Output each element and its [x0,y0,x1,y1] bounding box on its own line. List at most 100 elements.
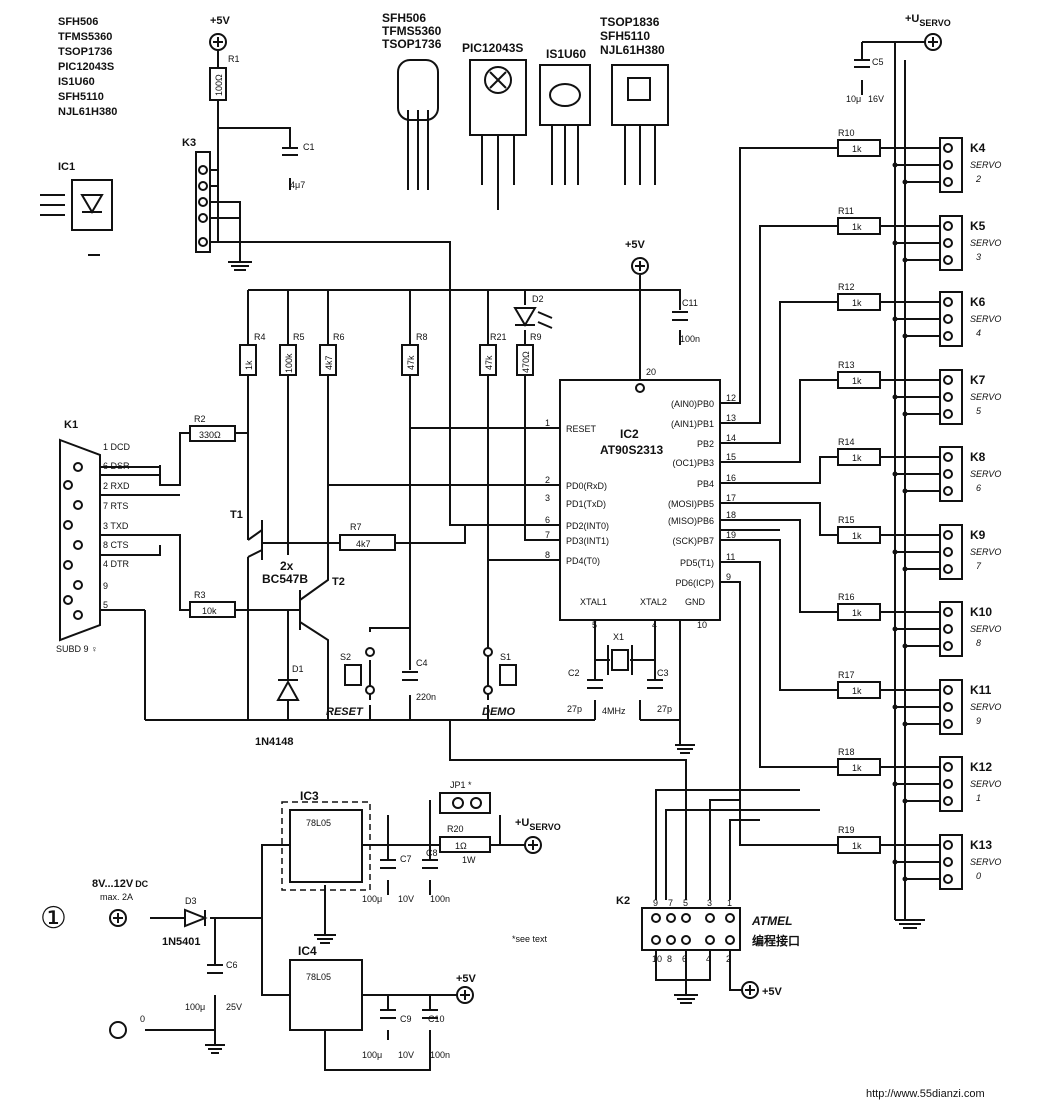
junction-dot [902,876,908,882]
ic4-part: 78L05 [306,972,331,982]
ic2-pinnum-right-5: 17 [726,493,736,503]
servo-resistor-ref: R14 [838,437,855,447]
r6-ref: R6 [333,332,345,342]
servo-connector-ref: K5 [970,219,986,233]
ic2-pinnum-bottom-2: 10 [697,620,707,630]
ic2-pin-right-8: PD5(T1) [680,558,714,568]
ic2-pin-right-7: (SCK)PB7 [672,536,714,546]
c7-ref: C7 [400,854,412,864]
ic3-ref: IC3 [300,789,319,803]
servo-wires [880,611,948,647]
ic2-pin-left-3: PD2(INT0) [566,521,609,531]
servo-wires [880,766,948,802]
rail-uservo-top: +USERVO [905,13,951,28]
servo-wires [880,689,948,725]
ic1-ref: IC1 [58,161,75,173]
junction-dot [892,626,898,632]
switch-s1[interactable] [483,647,517,695]
jp1-ref: JP1 * [450,780,472,790]
servo-pin [943,779,953,789]
diode-d3 [184,908,208,928]
servo-pin [943,530,953,540]
capacitor-c1 [282,147,298,156]
servo-connector-ref: K8 [970,450,986,464]
servo-wires [880,147,948,183]
resistor-r3 [189,601,236,618]
pkg1-type-1: TFMS5360 [382,24,442,38]
x1-freq: 4MHz [602,706,626,716]
ic1-body [71,179,113,231]
junction-dot [902,643,908,649]
s1-label: DEMO [482,706,515,718]
jumper-jp1[interactable] [439,792,491,814]
ic2-pinnum-right-3: 15 [726,452,736,462]
d1-part: 1N4148 [255,736,294,748]
sensor-pkg2-label: PIC12043S [462,41,523,55]
diode-d1 [276,679,300,701]
servo-resistor-ref: R13 [838,360,855,370]
k1-ref: K1 [64,419,78,431]
c2-ref: C2 [568,668,580,678]
servo-pin [943,641,953,651]
c6-value: 100μ [185,1002,205,1012]
c1-value: 4μ7 [290,180,305,190]
switch-s2[interactable] [344,647,375,695]
servo-pin [943,238,953,248]
ic2-pin-right-0: (AIN0)PB0 [671,399,714,409]
k2-pin-top [725,913,735,923]
k2-pin-num-bottom: 2 [726,954,731,964]
servo-word: SERVO [970,624,1001,634]
pkg4-type-0: TSOP1836 [600,15,660,29]
servo-number: 8 [976,638,981,648]
ic2-pin-right-9: PD6(ICP) [675,578,714,588]
ic2-ref: IC2 [620,427,639,441]
ic2-pin-left-5: PD4(T0) [566,556,600,566]
pkg1-type-2: TSOP1736 [382,37,442,51]
rail-uservo-ic3: +USERVO [515,817,561,832]
junction-dot [902,721,908,727]
ic1-type-6: NJL61H380 [58,106,117,118]
ic2-pinnum-bottom-1: 4 [652,620,657,630]
resistor-r1 [209,67,227,101]
servo-pin [943,331,953,341]
c4-ref: C4 [416,658,428,668]
servo-resistor-value: 1k [852,453,862,463]
servo-pin [943,452,953,462]
ic2-pinnum-right-4: 16 [726,473,736,483]
servo-pin [943,685,953,695]
servo-resistor-value: 1k [852,841,862,851]
servo-number: 5 [976,406,982,416]
c3-value: 27p [657,704,672,714]
k1-pin-5: 8 CTS [103,540,129,550]
c9-voltage: 10V [398,1050,414,1060]
servo-connector-ref: K11 [970,683,992,697]
r5-value: 100k [284,353,294,373]
ic2-pinnum-top: 20 [646,367,656,377]
ic2-pinnum-right-0: 12 [726,393,736,403]
servo-wires [880,379,948,415]
servo-number: 4 [976,328,981,338]
servo-resistor-value: 1k [852,608,862,618]
r21-value: 47k [484,355,494,370]
servo-resistor-ref: R17 [838,670,855,680]
k2-pin-num-top: 7 [668,898,673,908]
servo-resistor-ref: R15 [838,515,855,525]
servo-pin [943,702,953,712]
c2-value: 27p [567,704,582,714]
ground-symbols [88,254,925,1054]
servo-word: SERVO [970,238,1001,248]
junction-dot [902,488,908,494]
c9-ref: C9 [400,1014,412,1024]
servo-pin [943,221,953,231]
servo-connector-ref: K4 [970,141,986,155]
r9-value: 470Ω [521,351,531,373]
k1-pin-7: 9 [103,581,108,591]
ic3-body [289,809,363,883]
k1-pin-6: 4 DTR [103,559,130,569]
rail-5v-ic2: +5V [625,239,646,251]
